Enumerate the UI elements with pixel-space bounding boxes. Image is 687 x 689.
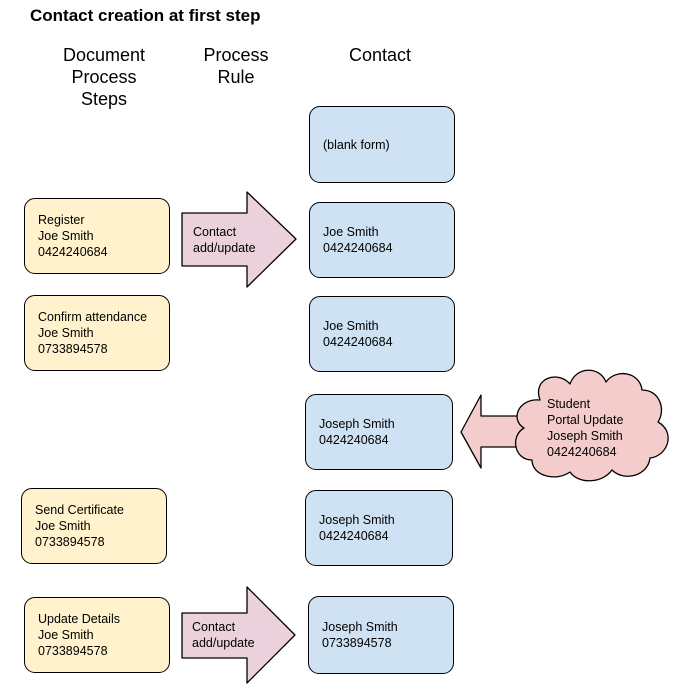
step-line: 0733894578 <box>38 644 108 658</box>
portal-line: Portal Update <box>547 413 624 427</box>
contact-box: (blank form) <box>309 106 455 183</box>
column-header-process-rule: Process Rule <box>203 45 269 87</box>
column-header-document-process-steps: Document Process Steps <box>62 45 146 109</box>
step-line: Joe Smith <box>38 229 94 243</box>
step-line: Joe Smith <box>35 519 91 533</box>
contact-line: 0733894578 <box>322 636 392 650</box>
contact-line: 0424240684 <box>323 335 393 349</box>
contact-box: Joe Smith 0424240684 <box>309 202 455 278</box>
step-line: Confirm attendance <box>38 310 148 324</box>
contact-box: Joseph Smith 0424240684 <box>305 490 453 566</box>
process-rule-label: Contact add/update <box>192 619 255 651</box>
column-header-contact: Contact <box>348 45 412 65</box>
step-line: Send Certificate <box>35 503 124 517</box>
contact-line: Joseph Smith <box>319 417 395 431</box>
contact-box: Joseph Smith 0733894578 <box>308 596 454 674</box>
contact-box: Joe Smith 0424240684 <box>309 296 455 372</box>
portal-line: 0424240684 <box>547 445 617 459</box>
diagram-title: Contact creation at first step <box>30 6 261 25</box>
contact-line: 0424240684 <box>323 241 393 255</box>
contact-box: Joseph Smith 0424240684 <box>305 394 453 470</box>
contact-line: Joe Smith <box>323 225 379 239</box>
contact-line: 0424240684 <box>319 433 389 447</box>
process-step-box: Send Certificate Joe Smith 0733894578 <box>21 488 167 564</box>
step-line: 0733894578 <box>38 342 108 356</box>
process-rule-arrow <box>181 586 296 684</box>
contact-line: (blank form) <box>323 137 390 152</box>
contact-line: 0424240684 <box>319 529 389 543</box>
rule-line: add/update <box>192 636 255 650</box>
step-line: 0733894578 <box>35 535 105 549</box>
contact-line: Joseph Smith <box>322 620 398 634</box>
portal-line: Student <box>547 397 591 411</box>
step-line: Update Details <box>38 612 120 626</box>
contact-line: Joe Smith <box>323 319 379 333</box>
rule-line: add/update <box>193 241 256 255</box>
step-line: Joe Smith <box>38 628 94 642</box>
step-line: Joe Smith <box>38 326 94 340</box>
process-rule-arrow <box>181 191 297 288</box>
contact-line: Joseph Smith <box>319 513 395 527</box>
process-rule-label: Contact add/update <box>193 224 256 256</box>
process-step-box: Register Joe Smith 0424240684 <box>24 198 170 274</box>
process-step-box: Update Details Joe Smith 0733894578 <box>24 597 170 673</box>
step-line: Register <box>38 213 85 227</box>
portal-line: Joseph Smith <box>547 429 623 443</box>
rule-line: Contact <box>193 225 237 239</box>
rule-line: Contact <box>192 620 236 634</box>
process-step-box: Confirm attendance Joe Smith 0733894578 <box>24 295 170 371</box>
portal-update-label: Student Portal Update Joseph Smith 04242… <box>547 396 623 460</box>
portal-update-cloud <box>514 369 669 482</box>
step-line: 0424240684 <box>38 245 108 259</box>
